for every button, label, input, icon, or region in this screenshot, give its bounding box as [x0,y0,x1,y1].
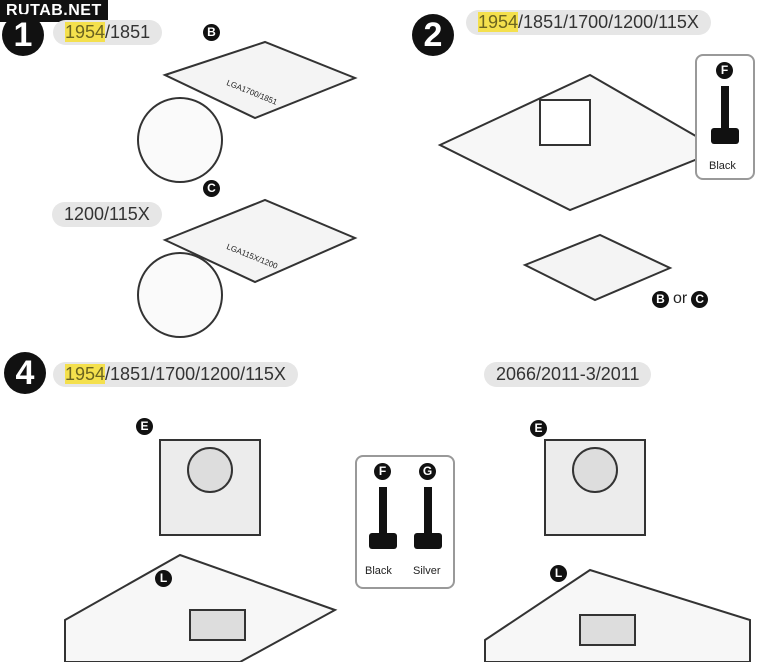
badge-e-right: E [530,420,547,437]
zoom-circle-b [137,97,223,183]
step-4-alt-label: 2066/2011-3/2011 [484,362,652,387]
highlight-socket: 1954 [65,22,106,42]
badge-b: B [652,290,669,308]
backplate-b [162,40,358,120]
badge-g: G [419,463,436,480]
screw-head-icon [369,533,397,549]
black-screw-icon [379,487,387,537]
step-2-number: 2 [412,14,454,56]
backplate-step2 [522,233,673,302]
other-sockets: /1851/1700/1200/115X [518,12,699,32]
motherboard-left [64,553,338,662]
step-2-socket-label: 1954/1851/1700/1200/115X [466,10,711,35]
badge-l-left: L [155,570,172,587]
badge-c: C [203,180,220,197]
screw-callout-step4: F G Black Silver [355,455,455,589]
step-1-socket-label: 1954/1851 [53,20,163,45]
badge-f: F [374,463,391,480]
highlight-socket: 1954 [478,12,519,32]
badge-f: F [716,62,733,79]
other-sockets: /1851 [105,22,151,42]
badge-e-left: E [136,418,153,435]
badge-c: C [691,290,709,308]
screw-icon [721,86,729,134]
step-1-number: 1 [2,14,44,56]
highlight-socket: 1954 [65,364,106,384]
black-label: Black [365,565,392,577]
badge-b: B [203,24,220,41]
plate-choice: B or C [652,290,709,308]
screw-head-icon [414,533,442,549]
screw-label: Black [709,160,736,172]
backplate-c [162,198,358,284]
screw-callout-step2: F Black [695,54,755,180]
screw-head-icon [711,128,739,144]
step-4-socket-label: 1954/1851/1700/1200/115X [53,362,298,387]
silver-screw-icon [424,487,432,537]
zoom-circle-c [137,252,223,338]
or-text: or [673,290,688,307]
other-sockets: /1851/1700/1200/115X [105,364,286,384]
step-1-alt-label: 1200/115X [52,202,162,227]
step-4-number: 4 [4,352,46,394]
silver-label: Silver [413,565,441,577]
badge-l-right: L [550,565,567,582]
